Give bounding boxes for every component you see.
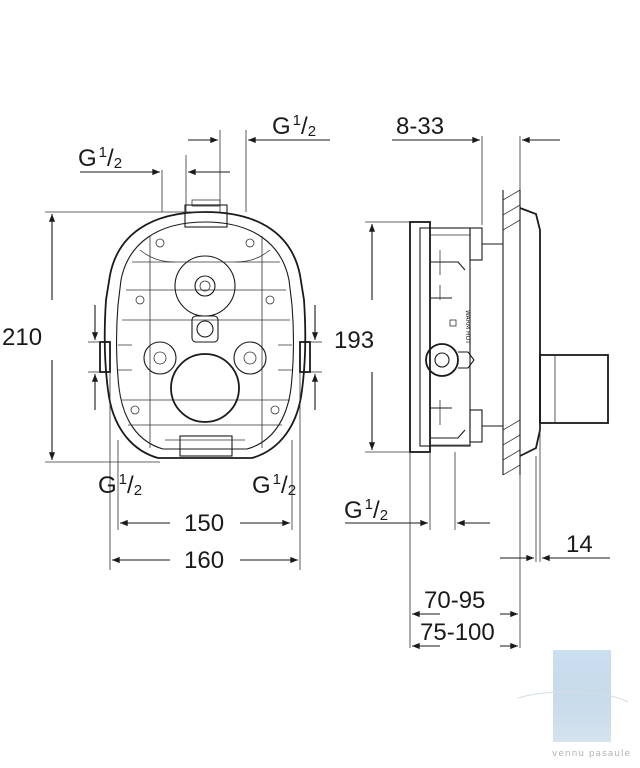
depth-large-dim: 75-100 [420, 619, 495, 646]
watermark-text: vennu pasaule [552, 749, 631, 759]
front-height-dim: 210 [2, 324, 42, 351]
depth-mid-dim: 70-95 [424, 587, 485, 614]
front-view [99, 199, 311, 459]
cover-plate [519, 207, 541, 457]
side-port [425, 343, 459, 377]
bottom-outlet-block [179, 435, 233, 457]
depth-small-dim: 14 [566, 531, 593, 558]
upper-boss [174, 255, 236, 317]
side-dimensions [345, 136, 610, 650]
central-mixer-opening [170, 353, 240, 423]
body-marking: WARM HOT [464, 310, 471, 344]
front-dimensions [45, 130, 330, 570]
right-inlet [299, 341, 311, 373]
side-height-dim: 193 [334, 327, 374, 354]
side-view: WARM HOT [409, 189, 609, 476]
left-inlet [99, 341, 111, 373]
front-width-inner-dim: 150 [184, 510, 224, 537]
watermark-logo: vennu pasaule [517, 650, 631, 759]
top-inlet-block [184, 204, 228, 228]
front-width-outer-dim: 160 [184, 547, 224, 574]
front-body-outline [103, 211, 307, 459]
valve-body [409, 221, 431, 453]
trim-handle [539, 354, 609, 424]
wall-hatching [502, 189, 521, 476]
wall-range-dim: 8-33 [396, 113, 444, 140]
